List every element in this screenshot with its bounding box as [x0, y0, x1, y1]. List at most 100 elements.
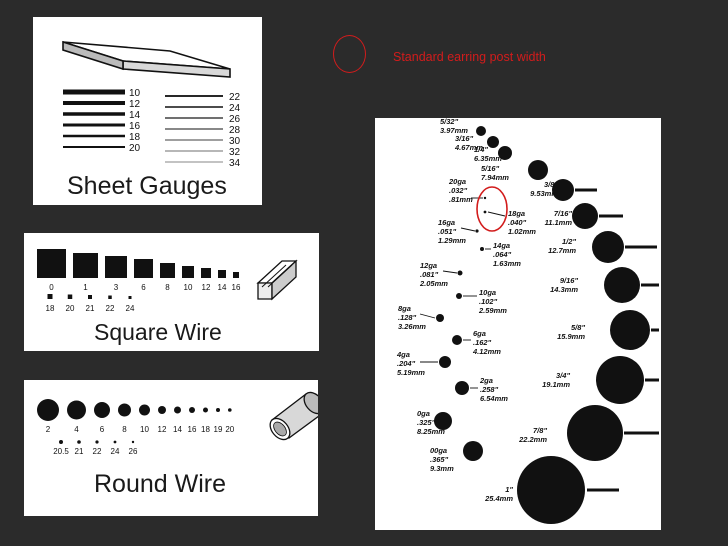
- chart-leader-line: [460, 227, 476, 232]
- square-wire-swatch: [128, 296, 132, 299]
- square-wire-label: 10: [184, 283, 193, 292]
- sheet-thin-bar: [165, 117, 223, 119]
- chart-gauge-dot: [457, 270, 463, 276]
- chart-plug-dot: [592, 231, 624, 263]
- round-wire-swatch: [131, 440, 135, 444]
- round-wire-swatch: [216, 408, 220, 412]
- legend-circle-marker: [333, 35, 366, 73]
- sheet-thick-label: 10: [129, 88, 141, 99]
- square-wire-label: 20: [66, 304, 75, 313]
- chart-size-label: 11.1mm: [545, 218, 573, 227]
- sheet-thin-label: 26: [229, 114, 241, 125]
- chart-gauge-dot: [487, 136, 499, 148]
- round-wire-swatch: [203, 407, 208, 413]
- sheet-thin-bar: [165, 150, 223, 152]
- sheet-thin-label: 22: [229, 92, 241, 103]
- square-wire-label: 18: [46, 304, 55, 313]
- round-wire-label: 20: [225, 425, 234, 434]
- chart-size-label: 3.97mm: [440, 126, 468, 135]
- chart-size-label: 16ga: [438, 218, 455, 227]
- chart-size-label: 3/16": [455, 134, 474, 143]
- round-wire-label: 12: [158, 425, 167, 434]
- chart-gauge-dot: [528, 160, 548, 180]
- square-wire-label: 6: [141, 283, 146, 292]
- round-wire-label: 24: [111, 447, 120, 456]
- chart-plug-dot: [610, 310, 650, 350]
- chart-size-label: 9.3mm: [430, 464, 454, 473]
- chart-size-label: 5.19mm: [397, 368, 425, 377]
- round-wire-label: 22: [93, 447, 102, 456]
- chart-size-label: .081": [420, 270, 439, 279]
- square-wire-swatch: [233, 272, 239, 278]
- chart-leader-line: [442, 270, 458, 274]
- chart-dots: [419, 126, 659, 524]
- chart-gauge-dot: [498, 146, 512, 160]
- round-wire-swatch: [113, 440, 117, 444]
- chart-size-label: 7.94mm: [481, 173, 509, 182]
- chart-gauge-dot: [483, 210, 487, 214]
- sheet-thick-label: 18: [129, 132, 141, 143]
- square-wire-label: 14: [218, 283, 227, 292]
- round-wire-swatch: [158, 406, 166, 414]
- sheet-thin-bar: [165, 128, 223, 130]
- round-wire-swatch: [77, 440, 81, 444]
- chart-size-label: 6ga: [473, 329, 486, 338]
- chart-size-label: .325": [417, 418, 436, 427]
- earring-post-highlight-circle: [476, 186, 508, 232]
- chart-leader-line: [419, 313, 436, 319]
- chart-size-label: 0ga: [417, 409, 430, 418]
- sheet-thin-label: 32: [229, 147, 241, 158]
- chart-size-label: .102": [479, 297, 498, 306]
- square-wire-swatch: [73, 253, 98, 278]
- square-wire-label: 8: [165, 283, 170, 292]
- round-wire-label: 21: [75, 447, 84, 456]
- chart-size-label: 18ga: [508, 209, 525, 218]
- sheet-thick-bar: [63, 112, 125, 116]
- sheet-thin-label: 28: [229, 125, 241, 136]
- square-wire-label: 24: [126, 304, 135, 313]
- sheet-thick-bar: [63, 89, 125, 95]
- square-wire-swatch: [47, 294, 53, 299]
- round-wire-label: 14: [173, 425, 182, 434]
- sheet-thick-bar: [63, 146, 125, 148]
- sheet-side-face: [62, 40, 124, 71]
- chart-plug-dot: [572, 203, 598, 229]
- chart-size-label: 3/4": [556, 371, 570, 380]
- chart-size-label: 25.4mm: [484, 494, 513, 503]
- square-wire-3d-icon: [256, 259, 298, 301]
- round-wire-label: 19: [214, 425, 223, 434]
- chart-size-label: 4.67mm: [454, 143, 483, 152]
- square-wire-label: 16: [232, 283, 241, 292]
- square-wire-label: 0: [49, 283, 54, 292]
- chart-size-label: 5/8": [571, 323, 585, 332]
- sheet-thin-bar: [165, 95, 223, 97]
- chart-size-label: .128": [398, 313, 417, 322]
- chart-gauge-dot: [475, 229, 479, 233]
- chart-gauge-dot: [463, 441, 483, 461]
- sheet-thin-label: 30: [229, 136, 241, 147]
- chart-size-label: .204": [397, 359, 416, 368]
- round-wire-swatch: [174, 406, 181, 414]
- sheet-thin-bar: [165, 161, 223, 163]
- chart-size-label: .258": [480, 385, 499, 394]
- sheet-thick-bar: [63, 123, 125, 127]
- sheet-thin-bar: [165, 106, 223, 108]
- round-wire-swatch: [139, 404, 150, 416]
- chart-size-label: 1/4": [474, 145, 488, 154]
- chart-plug-dot: [552, 179, 574, 201]
- round-wire-swatch: [59, 440, 63, 444]
- chart-size-label: 20ga: [448, 177, 466, 186]
- square-wire-swatch: [182, 266, 194, 278]
- chart-size-label: 1.02mm: [508, 227, 536, 236]
- chart-size-label: 1.29mm: [438, 236, 466, 245]
- chart-size-label: 6.54mm: [480, 394, 508, 403]
- chart-size-label: 14.3mm: [550, 285, 578, 294]
- sheet-thick-label: 20: [129, 143, 141, 154]
- square-wire-swatch: [88, 295, 92, 299]
